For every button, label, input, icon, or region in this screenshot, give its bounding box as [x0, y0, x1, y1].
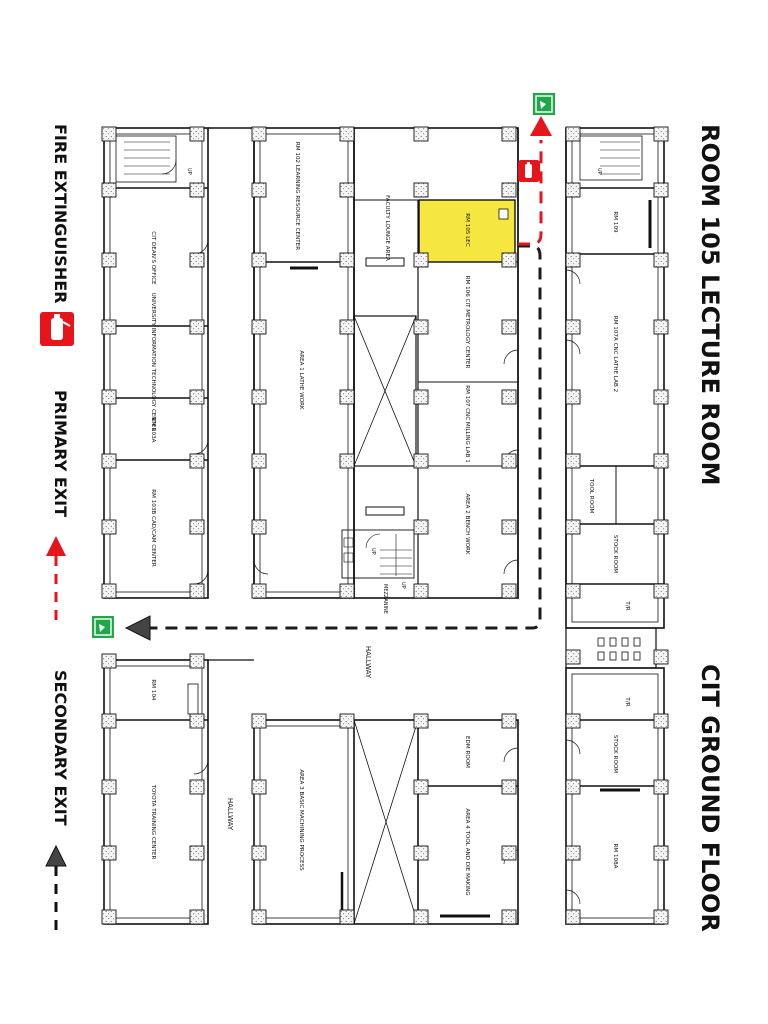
fire-extinguisher-icon — [40, 312, 74, 346]
primary-exit-route — [518, 116, 552, 246]
room-label-stock-room-1: STOCK ROOM — [612, 535, 618, 573]
room-label-cnc-milling: RM 107 CNC MILLING LAB 1 — [464, 385, 470, 463]
fire-extinguisher-icon — [518, 160, 540, 182]
up-label-2: UP — [596, 168, 602, 175]
red-arrow-up-icon — [530, 116, 552, 136]
room-label-rm105: RM 105 LEC — [464, 213, 470, 247]
left-wing-bottom — [103, 659, 254, 925]
room-label-cnc-lathe: RM 107A CNC LATHE LAB 2 — [612, 316, 618, 392]
room-label-tool-room: TOOL ROOM — [588, 478, 594, 514]
room-label-tr-1: T/R — [624, 600, 630, 610]
exit-sign-icon — [92, 616, 114, 638]
room-label-toyota: TOYOTA TRAINING CENTER — [150, 784, 156, 860]
room-105-highlight[interactable] — [418, 199, 516, 263]
room-label-rm104: RM 104 — [150, 679, 156, 701]
exit-sign-icon — [533, 93, 555, 115]
left-corridor — [208, 127, 255, 598]
floor-title: CIT GROUND FLOOR — [696, 664, 724, 932]
room-label-basic-machining: AREA 3 BASIC MACHINING PROCESS — [298, 769, 304, 871]
dark-arrow-left-icon — [124, 615, 151, 641]
legend-secondary-exit: SECONDARY EXIT — [51, 670, 70, 826]
door-swings — [193, 239, 581, 905]
room-label-rm108a: RM 108A — [612, 844, 618, 869]
legend-primary-exit: PRIMARY EXIT — [51, 390, 70, 518]
center-bottom — [253, 719, 519, 925]
up-label-3: UP — [370, 548, 376, 555]
room-label-cit-deans: CIT DEAN'S OFFICE — [150, 231, 156, 285]
secondary-exit-route — [124, 244, 542, 641]
room-label-edm-room: EDM ROOM — [464, 736, 470, 768]
room-label-cad-cam: RM 103B CAD/CAM CENTER — [150, 489, 156, 567]
legend-fire-extinguisher: FIRE EXTINGUISHER — [51, 124, 70, 304]
up-label-4: UP — [400, 582, 406, 589]
center-block — [341, 127, 519, 599]
room-label-tr-2: T/R — [624, 696, 630, 706]
page-title: ROOM 105 LECTURE ROOM — [696, 124, 724, 486]
room-label-rm103a: RM 103A — [150, 418, 156, 443]
room-label-learning-resource: RM 102 LEARNING RESOURCE CENTER — [294, 142, 300, 250]
room-label-rm109: RM 109 — [612, 211, 618, 233]
room-label-tool-die: AREA 4 TOOL AND DIE MAKING — [464, 808, 470, 895]
right-wing-bottom — [565, 667, 665, 925]
hallway-label-center: HALLWAY — [364, 646, 372, 679]
room-label-faculty-lounge: FACULTY LOUNGE AREA — [384, 195, 390, 261]
mezzanine-label: MEZZANINE — [382, 584, 388, 614]
room-label-metrology: RM 106 CIT METROLOGY CENTER — [464, 276, 470, 369]
hallway-label-left: HALLWAY — [226, 798, 234, 831]
room-label-university-it: UNIVERSITY INFORMATION TECHNOLOGY CENTER — [150, 293, 156, 432]
room-label-lathe-work: AREA 1 LATHE WORK — [298, 350, 304, 410]
light-well-1 — [353, 315, 417, 467]
up-label-1: UP — [186, 168, 192, 175]
columns — [101, 126, 669, 925]
dark-arrow-up-icon — [45, 844, 67, 930]
room-label-bench-work: AREA 2 BENCH WORK — [464, 493, 470, 554]
room-label-stock-room-2: STOCK ROOM — [612, 735, 618, 773]
red-arrow-up-icon — [46, 536, 66, 622]
room-labels: RM 102 LEARNING RESOURCE CENTER CIT DEAN… — [150, 142, 630, 896]
